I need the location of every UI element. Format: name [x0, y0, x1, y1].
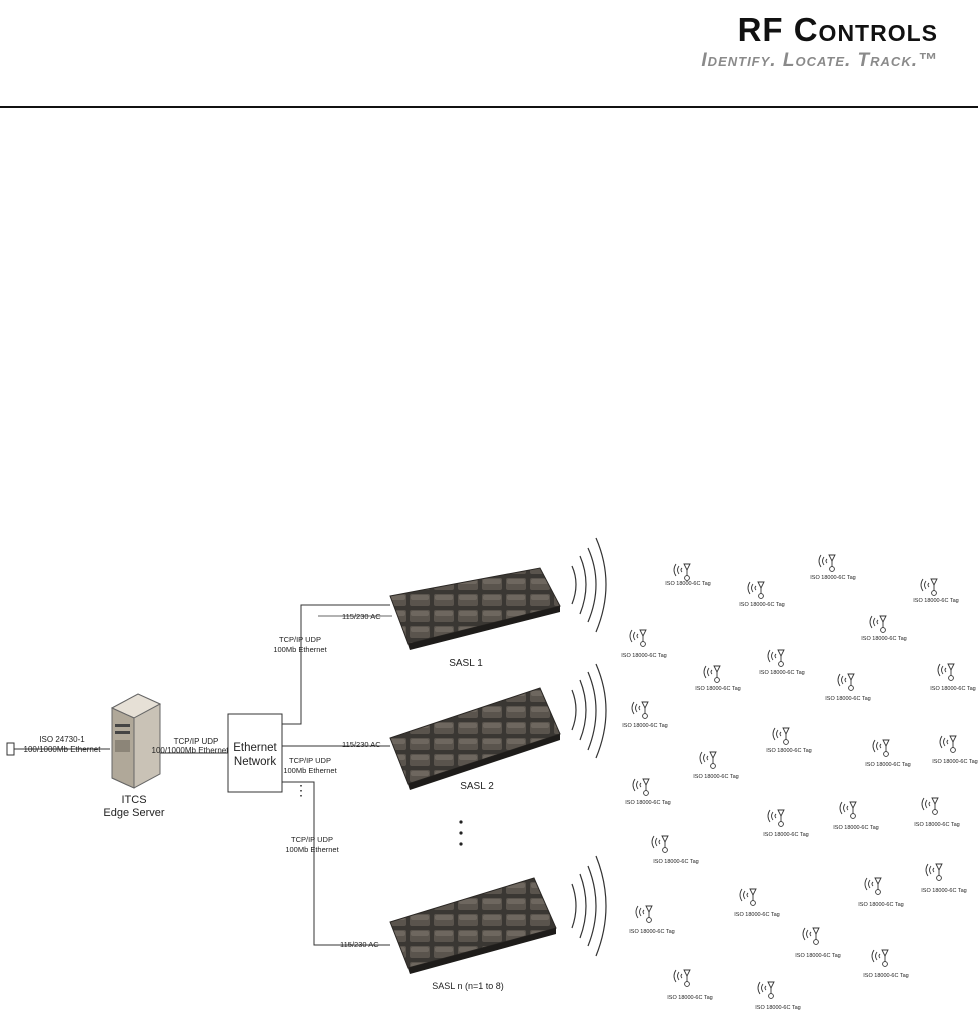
rfid-tag: ISO 18000-6C Tag	[629, 905, 675, 935]
sasl-panel-1	[389, 567, 561, 650]
rfid-tag: ISO 18000-6C Tag	[622, 701, 668, 729]
power-label-1: 115/230 AC	[342, 612, 381, 621]
sasl-panel-2	[389, 687, 561, 790]
server-name-1: ITCS	[121, 794, 146, 806]
power-label-2: 115/230 AC	[342, 740, 381, 749]
rfid-tag: ISO 18000-6C Tag	[759, 649, 805, 676]
svg-text:ISO 18000-6C Tag: ISO 18000-6C Tag	[653, 859, 698, 865]
rfid-tag: ISO 18000-6C Tag	[621, 629, 667, 659]
svg-text:ISO 18000-6C Tag: ISO 18000-6C Tag	[932, 759, 977, 765]
rfid-tag: ISO 18000-6C Tag	[833, 801, 879, 831]
ethernet-network-box	[227, 713, 283, 793]
svg-text:ISO 18000-6C Tag: ISO 18000-6C Tag	[795, 953, 840, 959]
header-divider	[0, 106, 978, 108]
svg-text:ISO 18000-6C Tag: ISO 18000-6C Tag	[766, 748, 811, 754]
branch-link-sasln	[282, 781, 390, 946]
rfid-tag: ISO 18000-6C Tag	[766, 727, 812, 754]
rfid-tag: ISO 18000-6C Tag	[921, 863, 967, 894]
rfid-tag: ISO 18000-6C Tag	[865, 739, 911, 768]
rfid-tag: ISO 18000-6C Tag	[863, 949, 909, 979]
rfid-tag: ISO 18000-6C Tag	[665, 563, 711, 587]
input-link-label-1: ISO 24730-1	[39, 735, 85, 744]
rfid-tag: ISO 18000-6C Tag	[858, 877, 904, 908]
rfid-tag: ISO 18000-6C Tag	[755, 981, 801, 1011]
rfid-tag: ISO 18000-6C Tag	[667, 969, 713, 1001]
network-label-2: Network	[234, 756, 276, 768]
server-name-2: Edge Server	[103, 807, 164, 819]
rf-wave-n	[571, 855, 607, 957]
rfid-tag: ISO 18000-6C Tag	[625, 778, 671, 806]
external-device-icon	[6, 742, 15, 756]
svg-text:ISO 18000-6C Tag: ISO 18000-6C Tag	[629, 929, 674, 935]
svg-text:ISO 18000-6C Tag: ISO 18000-6C Tag	[739, 602, 784, 608]
sasl-label-1: SASL 1	[449, 658, 483, 669]
branch1-label-1: TCP/IP UDP	[279, 635, 321, 644]
svg-text:ISO 18000-6C Tag: ISO 18000-6C Tag	[858, 902, 903, 908]
rfid-tag: ISO 18000-6C Tag	[651, 835, 699, 865]
rfid-tag: ISO 18000-6C Tag	[810, 554, 856, 581]
more-dot-2	[459, 831, 463, 835]
svg-text:ISO 18000-6C Tag: ISO 18000-6C Tag	[665, 581, 710, 587]
svg-text:ISO 18000-6C Tag: ISO 18000-6C Tag	[695, 686, 740, 692]
rfid-tag: ISO 18000-6C Tag	[932, 735, 978, 765]
rfid-tag: ISO 18000-6C Tag	[930, 663, 976, 692]
rfid-tag: ISO 18000-6C Tag	[739, 581, 785, 608]
branch2-label-1: TCP/IP UDP	[289, 756, 331, 765]
rfid-tag: ISO 18000-6C Tag	[763, 809, 809, 838]
svg-text:ISO 18000-6C Tag: ISO 18000-6C Tag	[861, 636, 906, 642]
more-dot-1	[459, 820, 463, 824]
svg-text:ISO 18000-6C Tag: ISO 18000-6C Tag	[833, 825, 878, 831]
rfid-tag: ISO 18000-6C Tag	[693, 751, 739, 780]
edge-server-icon	[110, 693, 162, 789]
branch-link-sasl1	[282, 604, 390, 725]
svg-text:ISO 18000-6C Tag: ISO 18000-6C Tag	[622, 723, 667, 729]
sasl-label-n: SASL n (n=1 to 8)	[432, 981, 503, 991]
svg-text:ISO 18000-6C Tag: ISO 18000-6C Tag	[863, 973, 908, 979]
brand-name: RF Controls	[737, 11, 938, 48]
rfid-tag: ISO 18000-6C Tag	[914, 797, 960, 828]
sasl-label-2: SASL 2	[460, 781, 494, 792]
svg-text:ISO 18000-6C Tag: ISO 18000-6C Tag	[810, 575, 855, 581]
svg-text:ISO 18000-6C Tag: ISO 18000-6C Tag	[825, 696, 870, 702]
server-link-label-1: TCP/IP UDP	[174, 737, 219, 746]
rfid-tag: ISO 18000-6C Tag	[913, 578, 959, 604]
rfid-tag: ISO 18000-6C Tag	[825, 673, 871, 702]
rfid-tag: ISO 18000-6C Tag	[795, 927, 841, 959]
svg-text:ISO 18000-6C Tag: ISO 18000-6C Tag	[913, 598, 958, 604]
svg-text:ISO 18000-6C Tag: ISO 18000-6C Tag	[921, 888, 966, 894]
branch3-label-2: 100Mb Ethernet	[285, 845, 339, 854]
brand-tagline: Identify. Locate. Track.™	[701, 50, 938, 71]
svg-text:ISO 18000-6C Tag: ISO 18000-6C Tag	[625, 800, 670, 806]
svg-text:ISO 18000-6C Tag: ISO 18000-6C Tag	[667, 995, 712, 1001]
brand-header: RF Controls Identify. Locate. Track.™	[701, 12, 938, 72]
rf-wave-2	[571, 663, 607, 759]
branch1-label-2: 100Mb Ethernet	[273, 645, 327, 654]
network-label-1: Ethernet	[233, 742, 277, 754]
svg-text:ISO 18000-6C Tag: ISO 18000-6C Tag	[734, 912, 779, 918]
svg-text:ISO 18000-6C Tag: ISO 18000-6C Tag	[914, 822, 959, 828]
branch3-label-1: TCP/IP UDP	[291, 835, 333, 844]
branch-ellipsis: ⋮	[294, 782, 308, 798]
power-label-3: 115/230 AC	[340, 940, 379, 949]
svg-text:ISO 18000-6C Tag: ISO 18000-6C Tag	[763, 832, 808, 838]
svg-text:ISO 18000-6C Tag: ISO 18000-6C Tag	[865, 762, 910, 768]
input-link-label-2: 100/1000Mb Ethernet	[24, 745, 102, 754]
server-link-label-2: 100/1000Mb Ethernet	[152, 746, 230, 755]
svg-text:ISO 18000-6C Tag: ISO 18000-6C Tag	[693, 774, 738, 780]
rfid-tag: ISO 18000-6C Tag	[695, 665, 741, 692]
svg-text:ISO 18000-6C Tag: ISO 18000-6C Tag	[621, 653, 666, 659]
rfid-tag: ISO 18000-6C Tag	[861, 615, 907, 642]
more-dot-3	[459, 842, 463, 846]
svg-text:ISO 18000-6C Tag: ISO 18000-6C Tag	[759, 670, 804, 676]
sasl-panel-n	[389, 877, 557, 974]
svg-text:ISO 18000-6C Tag: ISO 18000-6C Tag	[755, 1005, 800, 1011]
rfid-tag: ISO 18000-6C Tag	[734, 888, 780, 918]
svg-text:ISO 18000-6C Tag: ISO 18000-6C Tag	[930, 686, 975, 692]
rf-wave-1	[571, 537, 607, 633]
branch2-label-2: 100Mb Ethernet	[283, 766, 337, 775]
